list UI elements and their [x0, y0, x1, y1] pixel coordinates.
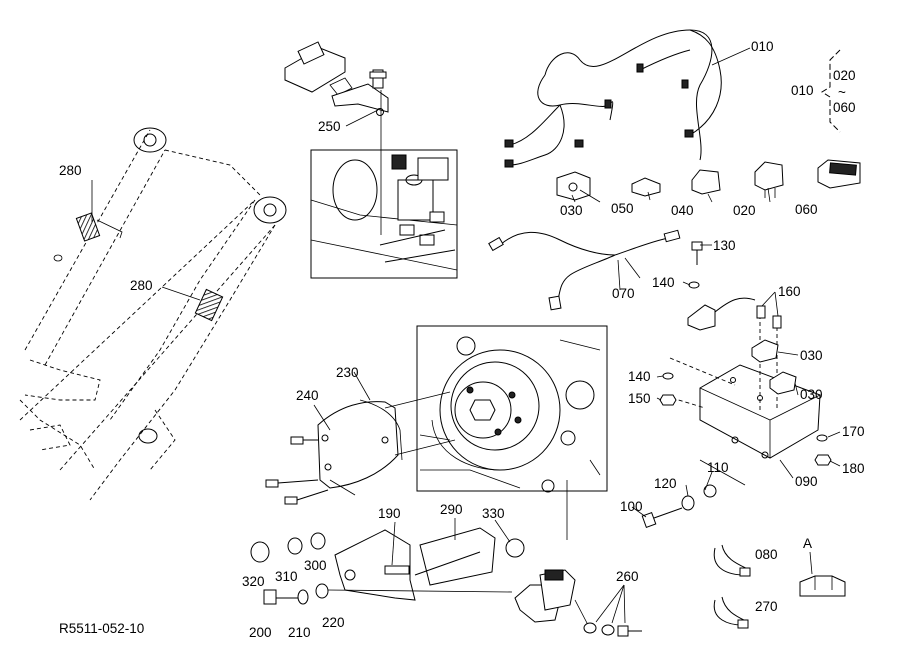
wire-harness-010: [504, 29, 751, 168]
callout-200: 200: [249, 625, 272, 640]
range-to: 060: [833, 100, 856, 115]
callout-110: 110: [707, 460, 729, 475]
callout-310: 310: [275, 569, 298, 584]
callout-080: 080: [755, 547, 778, 562]
harness-070: [488, 229, 681, 311]
callout-330: 330: [482, 506, 505, 521]
callout-220: 220: [322, 615, 345, 630]
relay-020: [754, 161, 784, 191]
callout-240: 240: [296, 388, 319, 403]
crank-sensor: [514, 569, 642, 637]
callout-210: 210: [288, 625, 311, 640]
bolts-240: [265, 436, 329, 505]
callout-140-lower: 140: [628, 369, 651, 384]
callout-160: 160: [778, 284, 801, 299]
warning-decal-small: [75, 212, 101, 242]
sensor-bracket: [659, 241, 832, 466]
cable-ties-grommet: [713, 544, 846, 629]
loader-arm-outline: [19, 127, 287, 501]
callout-150: 150: [628, 391, 651, 406]
callout-280-lower: 280: [130, 278, 153, 293]
callout-060: 060: [795, 202, 818, 217]
inset-crank-pulley: [416, 325, 608, 540]
callout-090: 090: [795, 474, 818, 489]
reference-letter-a: A: [803, 536, 812, 551]
callout-320: 320: [242, 574, 265, 589]
range-from: 020: [833, 68, 856, 83]
callout-250: 250: [318, 119, 341, 134]
range-bracket: [821, 49, 841, 133]
range-main: 010: [791, 83, 814, 98]
callout-190: 190: [378, 506, 401, 521]
callout-050: 050: [611, 201, 634, 216]
callout-300: 300: [304, 558, 327, 573]
callout-030-top: 030: [560, 203, 583, 218]
fasteners-100-120: [641, 459, 746, 528]
callout-030-low: 030: [800, 387, 823, 402]
connector-assembly-250: [284, 41, 389, 235]
leader-lines: [91, 109, 841, 624]
callout-010: 010: [751, 39, 774, 54]
callout-140-upper: 140: [652, 275, 675, 290]
drawing-code: R5511-052-10: [59, 621, 144, 636]
callout-020: 020: [733, 203, 756, 218]
fuse-050: [631, 177, 661, 197]
callout-270: 270: [755, 599, 778, 614]
warning-decal-large: [194, 288, 224, 322]
clamp-030: [556, 171, 591, 201]
callout-280-upper: 280: [59, 163, 82, 178]
range-tilde: ~: [838, 85, 846, 100]
relay-040: [691, 169, 721, 195]
callout-030-mid: 030: [800, 348, 823, 363]
callout-100: 100: [620, 499, 643, 514]
bracket-090: [669, 315, 821, 459]
callout-070: 070: [612, 286, 635, 301]
relay-components: [556, 159, 861, 201]
fuel-lines: [379, 211, 456, 263]
callout-170: 170: [842, 424, 865, 439]
callout-040: 040: [671, 203, 694, 218]
callout-130: 130: [713, 238, 736, 253]
pulley-cover-230-240: [265, 391, 456, 505]
callout-290: 290: [440, 502, 463, 517]
callout-230: 230: [336, 365, 359, 380]
callout-120: 120: [654, 476, 677, 491]
bracket-190-hardware: [250, 527, 525, 605]
inset-engine-top: [310, 149, 458, 279]
callout-180: 180: [842, 461, 865, 476]
callout-260: 260: [616, 569, 639, 584]
callout-labels: 280 280 250 230 240 010 010 020 ~ 060 03…: [59, 39, 865, 640]
